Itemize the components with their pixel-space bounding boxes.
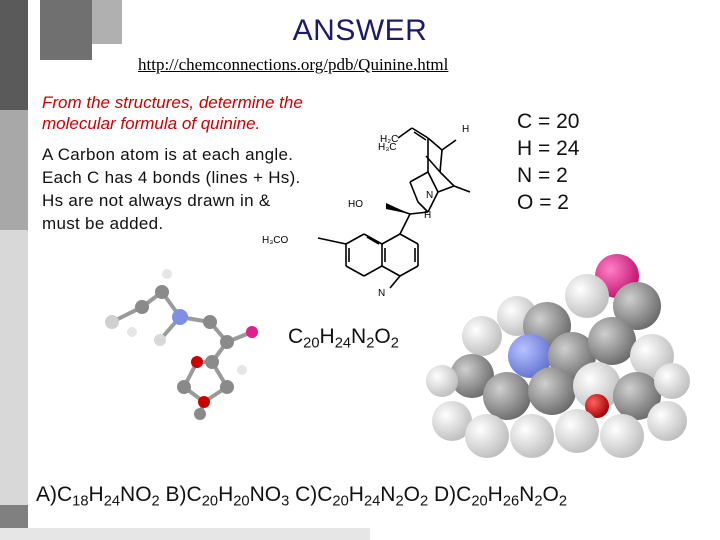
hint-line: must be added. [42,214,164,233]
hint-line: A Carbon atom is at each angle. [42,145,294,164]
struct-label: H [462,124,469,135]
count-nitrogen: N = 2 [517,164,568,187]
question-text: From the structures, determine the molec… [42,92,362,134]
struct-label: HO [348,199,363,210]
count-oxygen: O = 2 [517,191,569,214]
decor-stripe [0,528,370,540]
hint-line: Hs are not always drawn in & [42,191,271,210]
struct-label: N [426,190,433,201]
question-line: molecular formula of quinine. [42,114,261,133]
question-line: From the structures, determine the [42,93,303,112]
choice-d[interactable]: D)C20H26N2O2 [433,483,568,510]
count-carbon: C = 20 [517,110,580,133]
space-filling-model [426,254,690,458]
count-hydrogen: H = 24 [517,137,580,160]
slide-title: ANSWER [292,14,428,47]
hint-line: Each C has 4 bonds (lines + Hs). [42,168,301,187]
slide-sidebar [0,0,28,540]
hint-text: A Carbon atom is at each angle. Each C h… [42,143,342,235]
ball-stick-model [105,269,258,420]
struct-label: H₃C [378,142,397,153]
answer-choices: A)C18H24NO2 B)C20H20NO3 C)C20H24N2O2 D)C… [36,483,568,510]
sidebar-mid-block [0,110,28,230]
quinine-structure-diagram: H₂C H H₃C N HO H H₃CO N [262,124,471,299]
decor-square [40,0,92,60]
choice-a[interactable]: A)C18H24NO2 [36,483,160,510]
struct-label: H₃CO [262,235,289,246]
struct-label: H [424,210,431,221]
sidebar-dark-block [0,0,28,110]
molecular-formula: C20H24N2O2 [288,325,399,352]
atom-counts: C = 20 H = 24 N = 2 O = 2 [517,108,579,216]
decor-square [92,0,122,44]
struct-label: H₂C [380,134,398,145]
struct-label: N [378,288,385,299]
choice-c[interactable]: C)C20H24N2O2 [295,483,429,510]
source-link[interactable]: http://chemconnections.org/pdb/Quinine.h… [138,55,449,74]
choice-b[interactable]: B)C20H20NO3 [165,483,290,510]
